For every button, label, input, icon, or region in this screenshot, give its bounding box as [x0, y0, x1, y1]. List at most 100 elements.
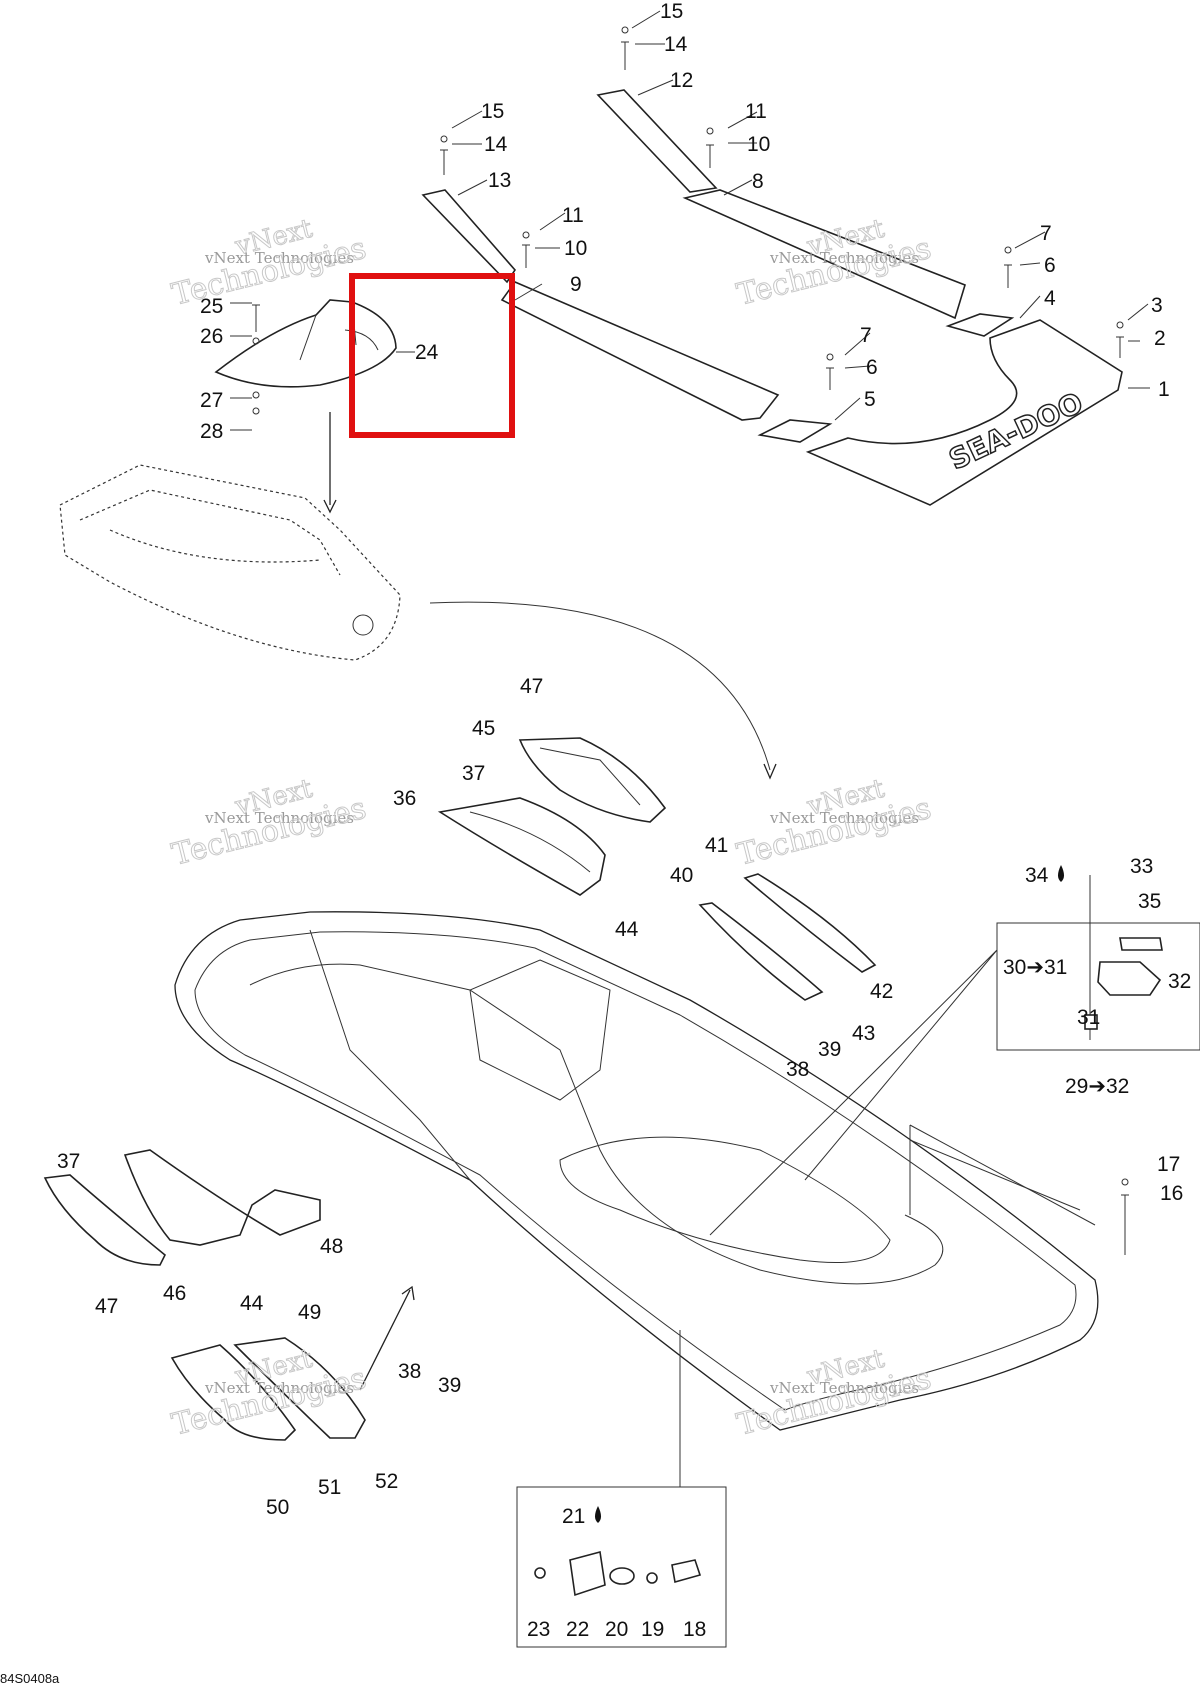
panel-46[interactable] [43, 1174, 167, 1266]
grab-handle-24[interactable] [214, 299, 397, 388]
callout-45: 45 [472, 717, 495, 740]
watermark-6: vNext vNext Technologies Technologies [733, 1343, 935, 1443]
callout-40: 40 [670, 864, 693, 887]
callout-30-31: 30➔31 [1003, 956, 1067, 979]
callout-16: 16 [1160, 1182, 1183, 1205]
mat-12[interactable] [596, 89, 718, 193]
sealant-drop-icon-21 [595, 1506, 601, 1523]
hardware-box [516, 1486, 727, 1648]
leader-16-17 [909, 1139, 1081, 1211]
callout-20: 20 [605, 1618, 628, 1641]
callout-6a: 6 [1044, 254, 1056, 277]
callout-49: 49 [298, 1301, 321, 1324]
callout-47b: 47 [95, 1295, 118, 1318]
callout-15b: 15 [481, 100, 504, 123]
callout-42: 42 [870, 980, 893, 1003]
panel-47-48[interactable] [123, 1149, 321, 1246]
callout-7a: 7 [1040, 222, 1052, 245]
arrow-footrest [359, 1289, 411, 1391]
callout-6b: 6 [866, 356, 878, 379]
callout-29-32: 29➔32 [1065, 1075, 1129, 1098]
panel-36[interactable] [437, 797, 606, 896]
svg-text:vNext Technologies: vNext Technologies [769, 1379, 919, 1397]
callout-46: 46 [163, 1282, 186, 1305]
mat-13[interactable] [421, 189, 517, 284]
trim-40-41[interactable] [698, 873, 877, 1001]
callout-43: 43 [852, 1022, 875, 1045]
callout-23: 23 [527, 1618, 550, 1641]
callout-13: 13 [488, 169, 511, 192]
callout-10b: 10 [564, 237, 587, 260]
hull-deck[interactable] [174, 911, 1099, 1431]
callout-37a: 37 [462, 762, 485, 785]
callout-51: 51 [318, 1476, 341, 1499]
callout-26: 26 [200, 325, 223, 348]
callout-39b: 39 [438, 1374, 461, 1397]
callout-39a: 39 [818, 1038, 841, 1061]
callout-12: 12 [670, 69, 693, 92]
latch-30-32[interactable] [1084, 937, 1163, 1030]
latch-leader-lines [709, 949, 998, 1236]
callout-7b: 7 [860, 324, 872, 347]
callout-18: 18 [683, 1618, 706, 1641]
hardware-18-23[interactable] [534, 1550, 702, 1597]
callout-44a: 44 [615, 918, 639, 941]
callout-19: 19 [641, 1618, 664, 1641]
svg-text:vNext Technologies: vNext Technologies [204, 249, 354, 267]
callout-1: 1 [1158, 378, 1170, 401]
callout-28: 28 [200, 420, 223, 443]
callout-34: 34 [1025, 864, 1049, 887]
callout-11b: 11 [562, 204, 584, 227]
callout-27: 27 [200, 389, 223, 412]
mat-5[interactable] [757, 419, 833, 443]
svg-text:vNext Technologies: vNext Technologies [204, 1379, 354, 1397]
callout-24: 24 [415, 341, 439, 364]
callout-37b: 37 [57, 1150, 80, 1173]
callout-22: 22 [566, 1618, 589, 1641]
svg-text:vNext Technologies: vNext Technologies [204, 809, 354, 827]
callout-17: 17 [1157, 1153, 1180, 1176]
callout-31: 31 [1077, 1006, 1100, 1029]
callout-36: 36 [393, 787, 416, 810]
fasteners-25-28 [252, 304, 260, 415]
highlight-box [349, 273, 515, 438]
callout-11a: 11 [745, 100, 767, 123]
mat-4[interactable] [945, 313, 1015, 337]
callout-15a: 15 [660, 0, 683, 23]
watermark-4: vNext vNext Technologies Technologies [733, 773, 935, 873]
callout-41: 41 [705, 834, 728, 857]
callout-14a: 14 [664, 33, 688, 56]
callout-5: 5 [864, 388, 876, 411]
callout-38a: 38 [786, 1058, 809, 1081]
callout-38b: 38 [398, 1360, 421, 1383]
latch-box [996, 922, 1200, 1051]
svg-text:vNext Technologies: vNext Technologies [769, 809, 919, 827]
callout-32: 32 [1168, 970, 1191, 993]
callout-47a: 47 [520, 675, 543, 698]
callout-10a: 10 [747, 133, 770, 156]
watermark-3: vNext vNext Technologies Technologies [168, 773, 370, 873]
callout-3: 3 [1151, 294, 1163, 317]
callout-2: 2 [1154, 327, 1166, 350]
callout-21: 21 [562, 1505, 585, 1528]
callout-25: 25 [200, 295, 223, 318]
sealant-drop-icon-34 [1058, 865, 1064, 882]
callout-8: 8 [752, 170, 764, 193]
callout-50: 50 [266, 1496, 289, 1519]
watermark-1: vNext vNext Technologies Technologies [168, 213, 370, 313]
callout-48: 48 [320, 1235, 343, 1258]
seat[interactable] [59, 464, 401, 661]
fasteners-top [440, 26, 1124, 390]
diagram-code: 84S0408a [0, 1671, 60, 1686]
cover-45[interactable] [518, 737, 667, 823]
mat-9[interactable] [500, 281, 780, 421]
mat-8[interactable] [682, 189, 966, 320]
callout-14b: 14 [484, 133, 508, 156]
mat-1[interactable]: SEA-DOO [805, 319, 1123, 506]
arrow-seat-to-console [429, 601, 771, 771]
callout-52: 52 [375, 1470, 398, 1493]
footrest-49-50[interactable] [170, 1337, 366, 1441]
